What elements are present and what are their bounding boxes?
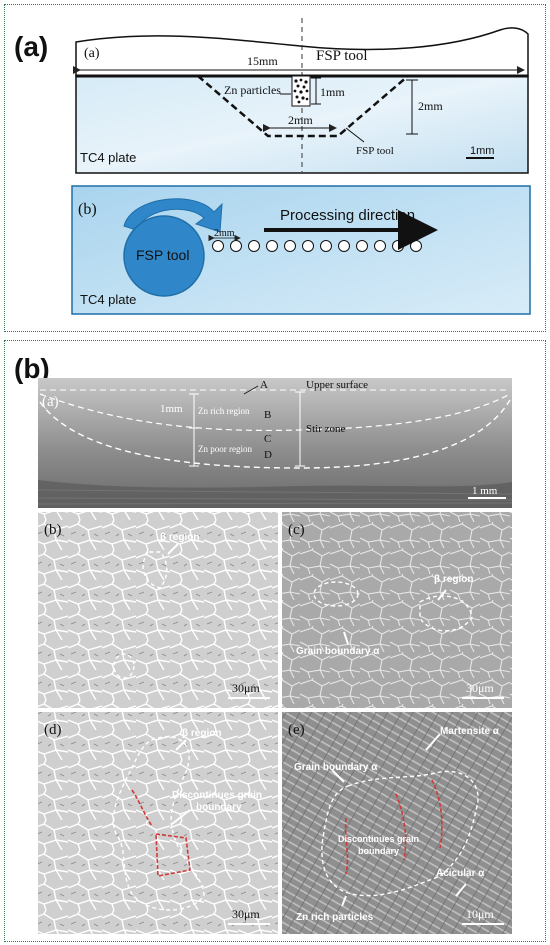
schematic-sublabel-b: (b) — [78, 201, 97, 218]
panel-a: (a) (a) FSP tool 15mm Zn particles 1mm 2… — [14, 18, 531, 315]
processing-direction-label: Processing direction — [280, 207, 415, 224]
micro-e-red-boundary-3 — [431, 779, 443, 849]
dim-depth-label: 2mm — [418, 99, 443, 113]
stir-zone-boundary — [39, 399, 511, 469]
fsp-tool-pointer — [345, 127, 365, 143]
cs-sublabel: (a) — [42, 394, 59, 410]
micro-c-beta: β region — [434, 574, 473, 585]
dim-width-label: 2mm — [288, 113, 313, 127]
schematic-sublabel-a: (a) — [84, 46, 100, 61]
fsp-tool-shape — [75, 27, 529, 77]
micro-d-sublabel: (d) — [44, 722, 62, 738]
spacing-2mm-label: 2mm — [214, 228, 235, 239]
fsp-tool-circle — [123, 215, 205, 297]
tc4-plate-label-bottom: TC4 plate — [80, 292, 136, 307]
micro-c-gb: Grain boundary α — [296, 646, 380, 657]
scale-1mm-label-top: 1mm — [470, 145, 494, 157]
micro-d-disc-line2: boundary — [196, 802, 242, 813]
cs-point-d: D — [264, 449, 272, 461]
panel-a-label: (a) — [14, 31, 48, 62]
micro-e-gb: Grain boundary α — [294, 762, 378, 773]
micrograph-c — [282, 512, 512, 708]
panel-a-frame — [4, 4, 546, 332]
cs-point-a: A — [260, 379, 268, 391]
micro-b-scale: 30μm — [232, 681, 260, 695]
cs-upper-surface: Upper surface — [306, 379, 368, 391]
micro-e-martensite: Martensite α — [440, 726, 500, 737]
width-15mm-label: 15mm — [247, 54, 278, 68]
stir-zone-outline — [197, 75, 409, 138]
micro-d-beta: β region — [182, 728, 221, 739]
zn-particles-label: Zn particles — [224, 83, 281, 97]
micro-e-scale: 10μm — [466, 907, 494, 921]
point-a-pointer — [243, 385, 259, 395]
micro-d-scale: 30μm — [232, 907, 260, 921]
micro-b-sublabel: (b) — [44, 522, 62, 538]
micro-e-red-boundary-1 — [344, 817, 349, 875]
micro-e-red-boundary-2 — [395, 793, 407, 861]
micro-d-red-boundary-1 — [131, 789, 153, 827]
micro-d-red-boundary-2 — [155, 833, 191, 877]
micro-e-sublabel: (e) — [288, 722, 305, 738]
fsp-tool-circle-label: FSP tool — [136, 247, 189, 263]
zn-particles — [293, 78, 309, 104]
fsp-tool-small-label: FSP tool — [356, 145, 394, 157]
cs-point-b: B — [264, 409, 271, 421]
micro-c-scale: 30μm — [466, 681, 494, 695]
micro-c-sublabel: (c) — [288, 522, 305, 538]
micro-e-zn-rich: Zn rich particles — [296, 912, 374, 923]
micro-e-disc-line1: Discontinues grain — [338, 834, 419, 844]
rotation-arrow — [123, 198, 223, 233]
dim-1mm-label: 1mm — [320, 85, 345, 99]
micro-e-acicular: Acicular α — [436, 868, 485, 879]
fsp-tool-label: FSP tool — [316, 48, 368, 64]
panel-b: (b) (a) A B C D Upper surface Stir zone … — [14, 353, 513, 934]
micro-d-disc-line1: Discontinues grain — [172, 790, 262, 801]
cs-dim-1mm: 1mm — [160, 403, 183, 415]
cs-scale-label: 1 mm — [472, 485, 498, 497]
cs-zn-rich: Zn rich region — [198, 406, 250, 416]
micrograph-b — [38, 512, 278, 708]
cs-point-c: C — [264, 433, 271, 445]
micro-b-beta: β region — [160, 532, 199, 543]
micrograph-d — [38, 712, 278, 934]
micro-e-disc-line2: boundary — [358, 846, 399, 856]
cs-stir-zone: Stir zone — [306, 423, 346, 435]
micrograph-e — [282, 712, 512, 934]
panel-b-frame — [4, 340, 546, 942]
tc4-plate-label-top: TC4 plate — [80, 150, 136, 165]
cross-section-image — [37, 378, 513, 508]
cs-zn-poor: Zn poor region — [198, 444, 252, 454]
